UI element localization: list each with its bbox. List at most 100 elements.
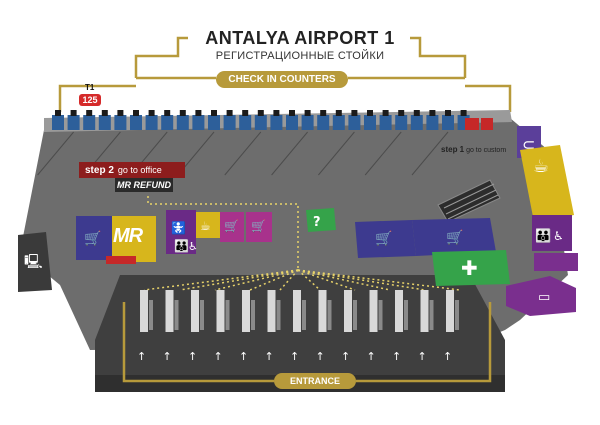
entrance-bracket bbox=[122, 302, 492, 383]
counter-monitor bbox=[273, 110, 280, 116]
counter-monitor bbox=[148, 110, 155, 116]
check-in-counter bbox=[426, 115, 439, 130]
check-in-counter bbox=[208, 115, 220, 130]
step1-text: go to custom bbox=[466, 147, 507, 154]
counter-monitor bbox=[226, 110, 233, 116]
check-in-counter bbox=[192, 115, 205, 130]
escalator-steps bbox=[443, 183, 499, 220]
counter-monitor bbox=[382, 110, 389, 116]
counter-monitor bbox=[86, 110, 93, 116]
entrance-gate-divider bbox=[200, 300, 204, 330]
counter-monitor bbox=[211, 110, 217, 116]
info-desk bbox=[306, 208, 336, 232]
shopping-cart-icon-1: 🛒 bbox=[84, 230, 101, 247]
check-in-counter bbox=[395, 115, 408, 130]
phone-card-shop bbox=[506, 276, 576, 316]
first-aid-icon: ✚ bbox=[461, 256, 478, 280]
counter-monitor bbox=[179, 110, 186, 116]
mr-refund-base bbox=[106, 256, 136, 264]
entrance-arrow-icon: ↑ bbox=[188, 350, 197, 363]
entrance-arrow-icon: ↑ bbox=[341, 350, 350, 363]
office-block bbox=[18, 232, 52, 292]
entrance-gate bbox=[293, 290, 301, 332]
entrance-gate bbox=[420, 290, 429, 332]
terminal-label: T1 bbox=[85, 83, 95, 92]
entrance-gate bbox=[344, 290, 352, 332]
entrance-gate bbox=[446, 290, 454, 332]
coffee-icon: ☕ bbox=[533, 156, 549, 177]
check-in-counter bbox=[364, 115, 376, 130]
office-desk-icon: 🖳 bbox=[24, 254, 43, 270]
entrance-gate bbox=[191, 290, 199, 332]
check-in-counter bbox=[442, 115, 454, 130]
entrance-gate-divider bbox=[174, 300, 179, 330]
entrance-gate-divider bbox=[455, 300, 459, 330]
check-in-counter bbox=[348, 115, 361, 130]
queue-lane-line bbox=[271, 131, 308, 176]
page-title: ANTALYA AIRPORT 1 bbox=[205, 28, 395, 48]
mr-refund-label: MR REFUND bbox=[115, 178, 173, 192]
check-in-counter bbox=[98, 115, 111, 130]
counter-monitor bbox=[117, 110, 124, 116]
counter-monitor bbox=[367, 110, 373, 116]
entrance-gate-divider bbox=[251, 300, 255, 330]
check-in-counter bbox=[254, 115, 267, 130]
counter-monitor bbox=[195, 110, 202, 116]
wheelchair-icon-right: ♿ bbox=[553, 229, 564, 243]
entrance-gate bbox=[267, 290, 276, 332]
entrance-arrows: ↑↑↑↑↑↑↑↑↑↑↑↑↑ bbox=[137, 350, 452, 363]
shopping-cart-icon-2: 🛒 bbox=[224, 219, 239, 233]
entrance-gate bbox=[165, 290, 174, 332]
entrance-gate-divider bbox=[429, 300, 434, 330]
shop-blue-right bbox=[412, 218, 496, 256]
counter-monitor bbox=[335, 110, 342, 116]
counter-monitor bbox=[55, 110, 61, 116]
counter-monitor bbox=[101, 110, 108, 116]
entrance-arrow-icon: ↑ bbox=[367, 350, 376, 363]
entrance-gate bbox=[395, 290, 403, 332]
page-subtitle: РЕГИСТРАЦИОННЫЕ СТОЙКИ bbox=[215, 50, 385, 62]
entrance-gate-divider bbox=[353, 300, 357, 330]
entrance-gates bbox=[140, 290, 459, 332]
step2-label: step 2 bbox=[85, 165, 114, 176]
check-in-counter bbox=[161, 115, 174, 130]
coffee-icon-small: ☕ bbox=[200, 219, 211, 233]
entrance-gate bbox=[216, 290, 225, 332]
entrance-arrow-icon: ↑ bbox=[392, 350, 401, 363]
baby-change-icon: 🚼 bbox=[171, 221, 186, 235]
entrance-arrow-icon: ↑ bbox=[418, 350, 427, 363]
wc-block-right bbox=[532, 215, 572, 251]
step1-label: step 1 bbox=[441, 145, 465, 154]
entrance-arrow-icon: ↑ bbox=[163, 350, 172, 363]
shopping-cart-icon-5: 🛒 bbox=[446, 229, 463, 246]
counter-monitor bbox=[445, 110, 451, 116]
red-counter bbox=[465, 118, 479, 130]
family-restroom-icon: 👪 bbox=[174, 239, 189, 253]
check-in-counter bbox=[67, 115, 80, 130]
queue-lane-line bbox=[224, 131, 262, 176]
shop-magenta-2 bbox=[246, 212, 272, 242]
entrance-arrow-icon: ↑ bbox=[265, 350, 274, 363]
check-in-counter bbox=[286, 115, 298, 130]
check-in-counter-row bbox=[52, 110, 470, 130]
counter-monitor bbox=[429, 110, 436, 116]
mr-logo: MR bbox=[113, 225, 143, 247]
check-in-counter bbox=[52, 115, 64, 130]
check-in-counter bbox=[332, 115, 345, 130]
small-purple-kiosk bbox=[534, 253, 578, 271]
entrance-gate bbox=[369, 290, 378, 332]
mr-refund-office bbox=[112, 216, 156, 262]
step2-text: go to office bbox=[117, 165, 162, 175]
cafe-block bbox=[520, 145, 574, 222]
shop-blue-center bbox=[355, 220, 416, 258]
escalator bbox=[437, 179, 501, 223]
counter-monitor bbox=[289, 110, 295, 116]
counter-monitor bbox=[164, 110, 171, 116]
check-in-counters-label: CHECK IN COUNTERS bbox=[216, 71, 348, 88]
queue-lane-line bbox=[318, 131, 355, 176]
entrance-label: ENTRANCE bbox=[274, 373, 356, 389]
entrance-gate-divider bbox=[276, 300, 281, 330]
check-in-counter bbox=[379, 115, 392, 130]
check-in-counter bbox=[223, 115, 236, 130]
